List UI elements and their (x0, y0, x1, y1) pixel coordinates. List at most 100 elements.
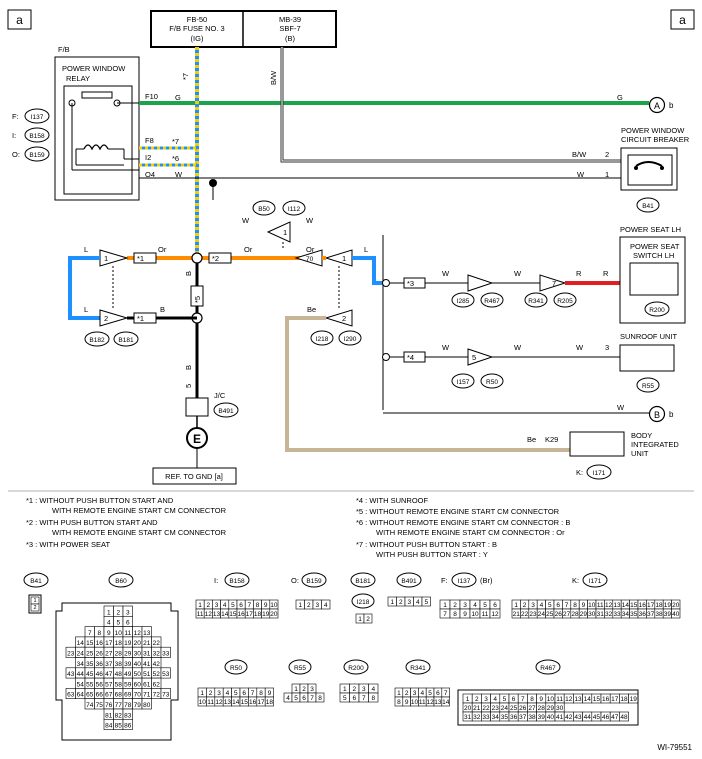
pin-label: 41 (556, 714, 564, 721)
pin-label: 24 (77, 651, 85, 658)
wire-bw (280, 47, 621, 163)
pin-label: 40 (672, 611, 680, 618)
svg-text:70: 70 (306, 256, 314, 263)
svg-text:*7: *7 (172, 137, 179, 146)
svg-text:WITH REMOTE ENGINE START CM CO: WITH REMOTE ENGINE START CM CONNECTOR (52, 506, 227, 515)
pin-label: 48 (620, 714, 628, 721)
svg-text:*2 : WITH PUSH BUTTON START A: *2 : WITH PUSH BUTTON START AND (26, 518, 158, 527)
svg-text:R205: R205 (557, 298, 573, 305)
pin-label: 46 (96, 671, 104, 678)
svg-text:W: W (576, 343, 584, 352)
pin-label: 13 (213, 611, 221, 618)
pin-label: 16 (639, 602, 647, 609)
pin-cell (160, 667, 171, 679)
pin-label: 1 (33, 598, 36, 604)
pin-label: 9 (582, 602, 586, 609)
pin-label: 22 (482, 705, 490, 712)
svg-text:I285: I285 (457, 298, 470, 305)
pin-label: 62 (153, 681, 161, 688)
pin-label: 10 (115, 630, 123, 637)
svg-text:Or: Or (158, 245, 167, 254)
pin-label: 2 (453, 602, 457, 609)
svg-text:*1 : WITHOUT PUSH BUTTON STAR: *1 : WITHOUT PUSH BUTTON START AND (26, 496, 174, 505)
relay-connectors: F: I137 I: B158 O: B159 (12, 108, 50, 162)
svg-text:W: W (514, 343, 522, 352)
circuit-breaker: POWER WINDOW CIRCUIT BREAKER B41 (620, 126, 690, 213)
svg-text:B158: B158 (229, 578, 245, 585)
pin-label: 5 (294, 695, 298, 702)
pin-label: 49 (124, 671, 132, 678)
pin-label: 37 (647, 611, 655, 618)
pin-label: 60 (134, 681, 142, 688)
pin-label: 35 (86, 661, 94, 668)
svg-text:F/B FUSE NO. 3: F/B FUSE NO. 3 (169, 24, 224, 33)
svg-text:*1: *1 (137, 254, 144, 263)
svg-text:F10: F10 (145, 92, 158, 101)
svg-text:A: A (654, 101, 660, 111)
svg-text:MB-39: MB-39 (279, 15, 301, 24)
svg-text:RELAY: RELAY (66, 74, 90, 83)
svg-text:1: 1 (605, 170, 609, 179)
pin-label: 25 (546, 611, 554, 618)
svg-text:I157: I157 (457, 379, 470, 386)
pin-label: 27 (563, 611, 571, 618)
pin-label: 2 (475, 696, 479, 703)
pin-label: 9 (539, 696, 543, 703)
svg-text:7: 7 (552, 279, 556, 288)
pin-label: 43 (574, 714, 582, 721)
svg-text:3: 3 (605, 343, 609, 352)
pin-label: 77 (115, 702, 123, 709)
pin-label: 33 (482, 714, 490, 721)
pin-label: 66 (96, 692, 104, 699)
pin-label: 11 (556, 696, 563, 703)
pin-label: 42 (565, 714, 573, 721)
pin-label: 48 (115, 671, 123, 678)
pin-label: 69 (124, 692, 132, 699)
svg-text:BODY: BODY (631, 431, 652, 440)
pin-label: 44 (77, 671, 85, 678)
svg-text:a: a (16, 13, 23, 27)
pin-label: 10 (588, 602, 596, 609)
svg-text:2: 2 (605, 150, 609, 159)
pin-label: 39 (664, 611, 672, 618)
pin-label: 1 (466, 696, 470, 703)
svg-text:B182: B182 (89, 337, 105, 344)
pin-label: 34 (492, 714, 500, 721)
pin-label: 2 (302, 686, 306, 693)
pin-label: 19 (262, 611, 270, 618)
svg-text:B159: B159 (306, 578, 322, 585)
pin-label: 3 (463, 602, 467, 609)
pin-label: 1 (443, 602, 447, 609)
svg-text:POWER SEAT LH: POWER SEAT LH (620, 225, 681, 234)
pin-label: 17 (246, 611, 254, 618)
pin-cell (30, 603, 40, 612)
svg-text:I137: I137 (31, 114, 44, 121)
svg-text:R467: R467 (484, 298, 500, 305)
pin-label: 58 (115, 681, 123, 688)
pin-label: 2 (209, 690, 213, 697)
svg-text:WITH REMOTE ENGINE START CM CO: WITH REMOTE ENGINE START CM CONNECTOR (52, 528, 227, 537)
svg-text:REF. TO GND [a]: REF. TO GND [a] (165, 472, 223, 481)
pin-label: 65 (86, 692, 94, 699)
pin-label: 7 (362, 695, 366, 702)
pin-label: 2 (206, 602, 210, 609)
pin-label: 17 (257, 699, 265, 706)
pin-label: 86 (124, 723, 132, 730)
pin-label: 32 (605, 611, 613, 618)
svg-text:R: R (576, 269, 582, 278)
svg-text:UNIT: UNIT (631, 449, 649, 458)
pin-label: 20 (134, 640, 142, 647)
pin-label: 8 (259, 690, 263, 697)
svg-text:I218: I218 (316, 336, 329, 343)
pin-label: 4 (324, 602, 328, 609)
pin-label: 11 (124, 630, 131, 637)
pin-label: 8 (397, 699, 401, 706)
pin-label: 33 (613, 611, 621, 618)
pin-label: 2 (352, 686, 356, 693)
svg-text:SBF-7: SBF-7 (279, 24, 300, 33)
svg-text:2: 2 (104, 314, 108, 323)
svg-text:CIRCUIT BREAKER: CIRCUIT BREAKER (621, 135, 690, 144)
svg-text:Be: Be (527, 435, 536, 444)
pin-label: 4 (107, 620, 111, 627)
